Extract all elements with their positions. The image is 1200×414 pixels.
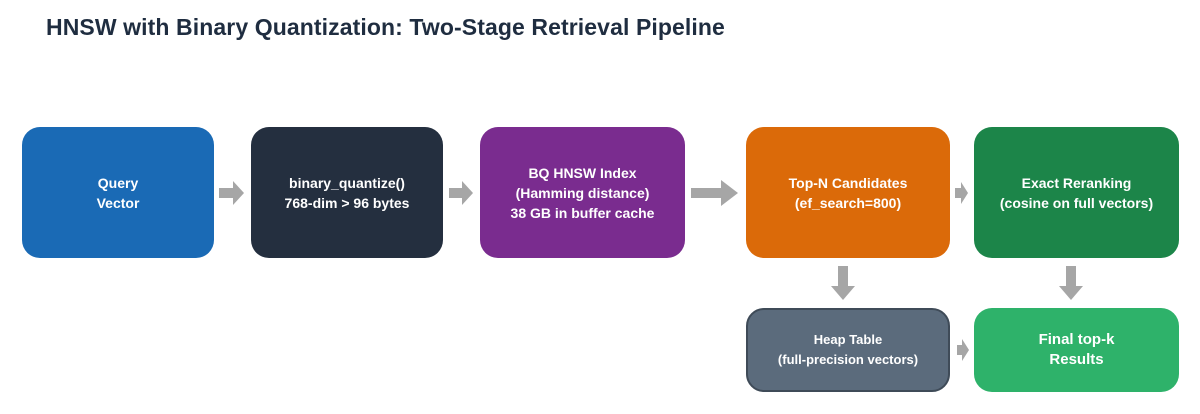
node-label: Final top-k xyxy=(1038,331,1115,348)
arrow-right-icon xyxy=(219,181,244,205)
arrow-right-icon xyxy=(449,181,473,205)
node-label: Vector xyxy=(96,194,140,211)
node-label: 768-dim > 96 bytes xyxy=(284,194,410,211)
node-label: Heap Table xyxy=(813,332,883,347)
node-label: (Hamming distance) xyxy=(515,184,650,201)
final-results-node: Final top-k Results xyxy=(974,308,1179,392)
top-n-candidates-node: Top-N Candidates (ef_search=800) xyxy=(746,127,950,258)
arrow-down-icon xyxy=(1059,266,1083,300)
node-label: Exact Reranking xyxy=(1021,174,1132,191)
node-label: (ef_search=800) xyxy=(794,194,902,211)
query-vector-node: Query Vector xyxy=(22,127,214,258)
node-label: binary_quantize() xyxy=(289,174,405,191)
node-label: BQ HNSW Index xyxy=(528,164,637,181)
arrow-right-icon xyxy=(691,180,738,206)
heap-table-node: Heap Table (full-precision vectors) xyxy=(746,308,950,392)
node-label: Results xyxy=(1049,351,1104,368)
bq-hnsw-index-node: BQ HNSW Index (Hamming distance) 38 GB i… xyxy=(480,127,685,258)
arrow-right-icon xyxy=(955,182,968,204)
arrow-down-icon xyxy=(831,266,855,300)
binary-quantize-node: binary_quantize() 768-dim > 96 bytes xyxy=(251,127,443,258)
node-label: Query xyxy=(97,174,139,191)
page-title: HNSW with Binary Quantization: Two-Stage… xyxy=(46,14,725,40)
exact-reranking-node: Exact Reranking (cosine on full vectors) xyxy=(974,127,1179,258)
node-label: 38 GB in buffer cache xyxy=(510,204,655,221)
node-label: (cosine on full vectors) xyxy=(999,194,1154,211)
node-label: (full-precision vectors) xyxy=(777,352,919,367)
arrow-right-icon xyxy=(957,339,969,361)
node-label: Top-N Candidates xyxy=(788,174,908,191)
